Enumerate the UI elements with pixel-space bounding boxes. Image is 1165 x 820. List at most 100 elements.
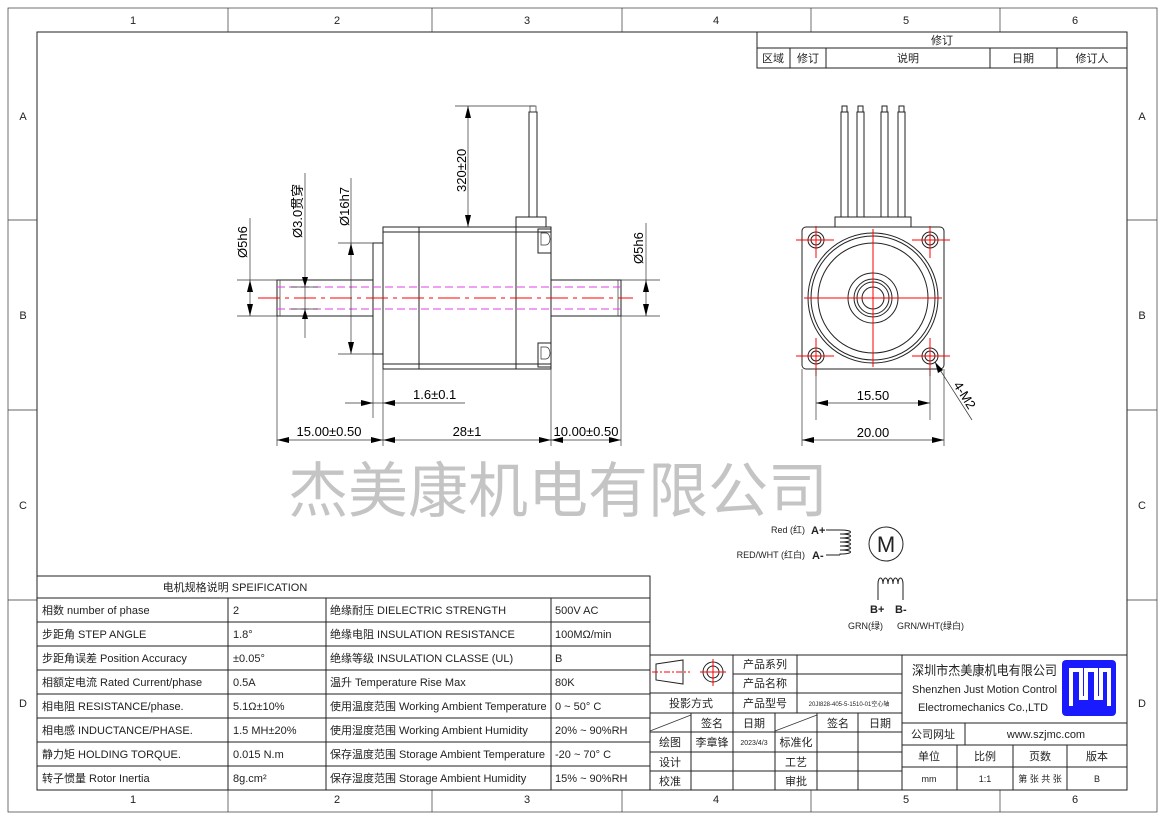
scale: 1:1 <box>979 774 992 784</box>
revision-title: 修订 <box>931 33 953 47</box>
zone-column-label-top: 2 <box>334 15 340 27</box>
spec-row: 相额定电流 Rated Current/phase 0.5A 温升 Temperat… <box>42 675 575 689</box>
spec-param-value: 0.015 N.m <box>233 749 284 761</box>
website-label: 公司网址 <box>911 727 955 741</box>
spec-param-label: 静力矩 HOLDING TORQUE. <box>42 747 181 761</box>
spec-table: 电机规格说明 SPEIFICATION 相数 number of phase 2 绝… <box>36 575 651 791</box>
projection-symbol-icon <box>652 659 726 686</box>
b-minus-label: B- <box>895 604 907 616</box>
b-minus-wire-color: GRN/WHT(绿白) <box>897 620 964 631</box>
body-length-dim: 28±1 <box>453 424 482 439</box>
revision-header-desc: 说明 <box>897 51 919 65</box>
zone-row-label-right: A <box>1138 111 1146 123</box>
spec-param-value: -20 ~ 70° C <box>555 749 611 761</box>
drawn-date: 2023/4/3 <box>740 740 767 747</box>
spec-param-label: 相电感 INDUCTANCE/PHASE. <box>42 724 193 737</box>
zone-column-label-bottom: 1 <box>130 794 136 806</box>
spec-param-label: 温升 Temperature Rise Max <box>330 676 466 689</box>
a-plus-wire-color: Red (红) <box>771 524 805 535</box>
zone-column-label-bottom: 6 <box>1072 794 1078 806</box>
spec-param-label: 步距角误差 Position Accuracy <box>42 651 187 665</box>
hole-spacing-dim: 15.50 <box>857 388 890 403</box>
company-name-en-1: Shenzhen Just Motion Control <box>912 684 1057 696</box>
zone-row-label-right: C <box>1138 500 1146 512</box>
a-minus-label: A- <box>812 550 824 562</box>
pages: 第 张 共 张 <box>1018 773 1062 784</box>
zone-column-label-top: 4 <box>713 15 719 27</box>
title-block: 产品系列 产品名称 投影方式 产品型号 20JI828-405-5-1510-0… <box>649 654 1128 791</box>
right-shaft-length-dim: 10.00±0.50 <box>554 424 619 439</box>
version-label: 版本 <box>1086 749 1108 763</box>
spec-param-value: 15% ~ 90%RH <box>555 773 628 785</box>
unit: mm <box>922 774 937 784</box>
b-plus-wire-color: GRN(绿) <box>848 620 883 631</box>
zone-column-label-top: 1 <box>130 15 136 27</box>
spec-param-value: 80K <box>555 677 575 689</box>
spec-param-label: 步距角 STEP ANGLE <box>42 628 146 641</box>
zone-column-label-top: 5 <box>903 15 909 27</box>
spec-param-value: 8g.cm² <box>233 773 267 785</box>
date-label: 日期 <box>743 717 765 730</box>
zone-column-label-bottom: 4 <box>713 794 719 806</box>
spec-param-label: 保存湿度范围 Storage Ambient Humidity <box>330 771 527 785</box>
product-series-label: 产品系列 <box>743 657 787 671</box>
check-label: 校准 <box>659 774 681 788</box>
spec-param-value: 2 <box>233 605 239 617</box>
spec-param-value: ±0.05° <box>233 653 265 665</box>
spec-row: 相电感 INDUCTANCE/PHASE.1.5 MH±20%使用湿度范围 Wo… <box>42 723 628 737</box>
spec-param-label: 相额定电流 Rated Current/phase <box>42 675 202 689</box>
spec-param-value: 5.1Ω±10% <box>233 701 285 713</box>
zone-row-label-left: D <box>19 698 27 710</box>
lead-housing-front <box>834 216 912 228</box>
company-logo <box>1062 660 1116 716</box>
revision-header-date: 日期 <box>1012 52 1034 65</box>
spec-title: 电机规格说明 SPEIFICATION <box>163 580 308 594</box>
product-model: 20JI828-405-5-1510-01空心轴 <box>809 700 890 708</box>
process-label: 工艺 <box>785 756 807 769</box>
drawn-by: 李章锋 <box>696 735 729 749</box>
revision-table: 修订 区域 修订 说明 日期 修订人 <box>756 31 1128 69</box>
spec-param-value: 100MΩ/min <box>555 629 612 641</box>
projection-label: 投影方式 <box>669 696 713 710</box>
website: www.szjmc.com <box>1006 729 1085 741</box>
spec-param-value: B <box>555 653 562 665</box>
motor-symbol-label: M <box>877 532 895 557</box>
product-model-label: 产品型号 <box>743 696 787 710</box>
coil-a-icon <box>826 529 851 556</box>
spec-param-label: 保存温度范围 Storage Ambient Temperature <box>330 747 545 761</box>
zone-row-label-right: D <box>1138 698 1146 710</box>
spec-param-value: 500V AC <box>555 605 598 617</box>
a-plus-label: A+ <box>811 525 825 537</box>
lead-length-dim: 320±20 <box>454 149 469 192</box>
zone-column-label-top: 3 <box>524 15 530 27</box>
front-view: 15.50 20.00 4-M2 <box>796 105 979 446</box>
width-dim: 20.00 <box>857 425 890 440</box>
spec-param-value: 0.5A <box>233 677 256 689</box>
flange-thickness-dim: 1.6±0.1 <box>413 387 456 402</box>
watermark: 杰美康机电有限公司 <box>288 458 828 525</box>
spec-row: 相电阻 RESISTANCE/phase.5.1Ω±10%使用温度范围 Work… <box>42 699 601 713</box>
motor-symbol <box>868 526 904 562</box>
zone-row-label-left: A <box>19 111 27 123</box>
sign-label: 签名 <box>701 716 723 730</box>
spec-param-label: 相数 number of phase <box>42 604 150 617</box>
revision-header-area: 区域 <box>762 52 784 65</box>
version: B <box>1094 774 1100 784</box>
zone-row-label-left: C <box>19 500 27 512</box>
spec-row: 步距角误差 Position Accuracy±0.05°绝缘等级 INSULA… <box>42 651 562 665</box>
sign-label-2: 签名 <box>827 716 849 730</box>
left-shaft-dia-dim: Ø5h6 <box>235 226 250 258</box>
spec-param-label: 绝缘电阻 INSULATION RESISTANCE <box>330 627 515 641</box>
spec-param-value: 1.8° <box>233 629 253 641</box>
company-name-en-2: Electromechanics Co.,LTD <box>918 702 1048 714</box>
zone-column-label-top: 6 <box>1072 15 1078 27</box>
right-shaft-dia-dim: Ø5h6 <box>631 232 646 264</box>
design-label: 设计 <box>659 756 681 769</box>
a-minus-wire-color: RED/WHT (红白) <box>737 549 805 560</box>
bore-dim: Ø3.0贯穿 <box>290 184 305 238</box>
zone-column-label-bottom: 3 <box>524 794 530 806</box>
spec-param-value: 0 ~ 50° C <box>555 701 601 713</box>
